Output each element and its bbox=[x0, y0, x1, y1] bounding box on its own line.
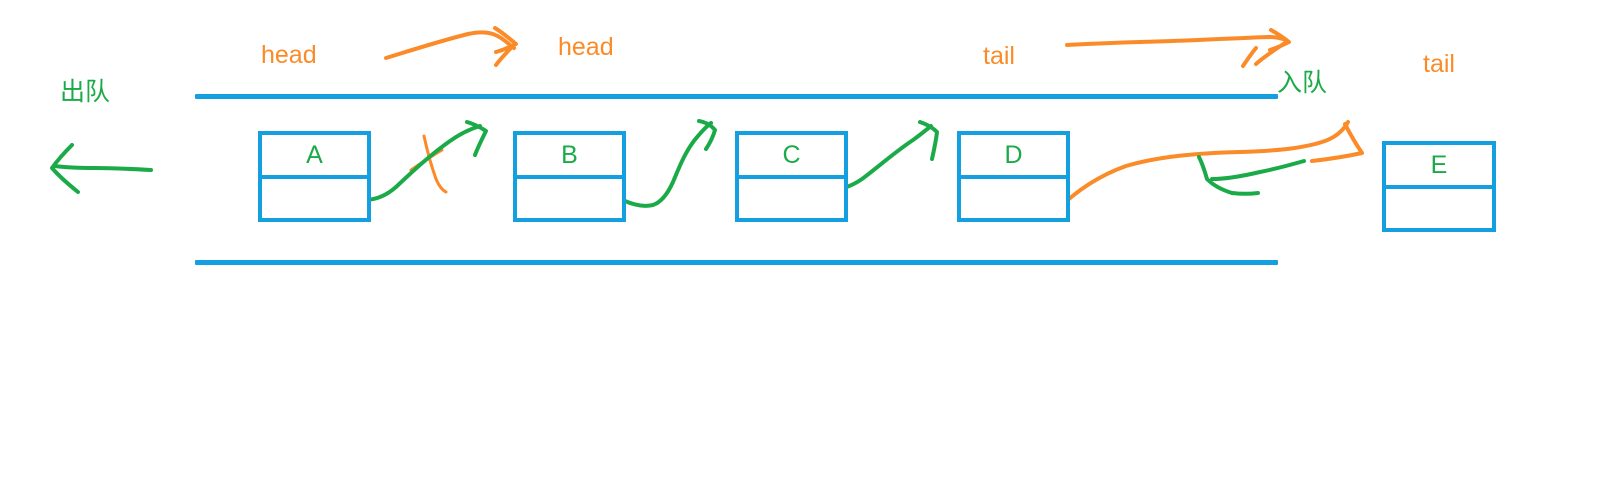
queue-node-a: A bbox=[258, 131, 371, 222]
node-c-label: C bbox=[782, 140, 801, 169]
node-e-label: E bbox=[1430, 150, 1448, 179]
queue-node-c: C bbox=[735, 131, 848, 222]
link-b-c-arrow bbox=[623, 119, 717, 208]
label-tail-new: tail bbox=[1423, 50, 1455, 78]
tail-move-arrow bbox=[1065, 28, 1291, 68]
node-d-label: D bbox=[1004, 140, 1023, 169]
node-e-next-cell bbox=[1386, 189, 1492, 231]
label-dequeue-cn: 出队 bbox=[60, 78, 111, 106]
node-a-next-cell bbox=[262, 179, 367, 221]
node-c-value-cell: C bbox=[739, 135, 844, 179]
label-head-old: head bbox=[261, 41, 317, 69]
queue-node-b: B bbox=[513, 131, 626, 222]
node-a-value-cell: A bbox=[262, 135, 367, 179]
label-enqueue-cn: 入队 bbox=[1277, 69, 1328, 97]
node-e-value-cell: E bbox=[1386, 145, 1492, 189]
node-b-next-cell bbox=[517, 179, 622, 221]
enqueue-link-arrow bbox=[1055, 120, 1364, 212]
link-e-d-back-arrow bbox=[1197, 155, 1306, 196]
head-move-arrow bbox=[384, 26, 518, 67]
node-b-value-cell: B bbox=[517, 135, 622, 179]
node-d-next-cell bbox=[961, 179, 1066, 221]
node-a-label: A bbox=[306, 140, 323, 169]
label-head-new: head bbox=[558, 33, 614, 61]
queue-boundary-top-line bbox=[195, 94, 1278, 99]
node-c-next-cell bbox=[739, 179, 844, 221]
label-tail-old: tail bbox=[983, 42, 1015, 70]
node-b-label: B bbox=[561, 140, 578, 169]
link-a-b-arrow bbox=[362, 120, 488, 202]
head-cross-out-mark bbox=[409, 134, 448, 194]
queue-boundary-bottom-line bbox=[195, 260, 1278, 265]
queue-node-e: E bbox=[1382, 141, 1496, 232]
queue-node-d: D bbox=[957, 131, 1070, 222]
dequeue-arrow bbox=[50, 143, 153, 194]
node-d-value-cell: D bbox=[961, 135, 1066, 179]
